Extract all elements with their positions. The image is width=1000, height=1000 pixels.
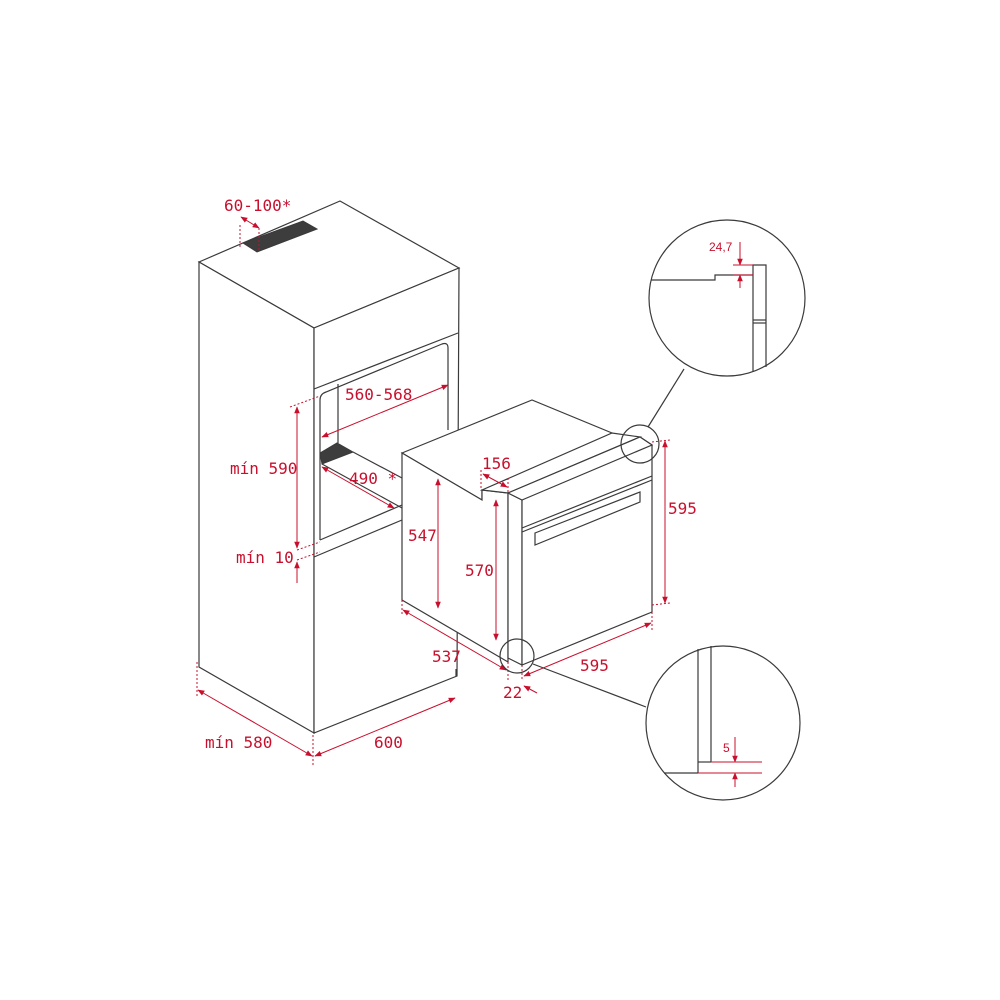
niche-opening bbox=[319, 342, 449, 540]
label-oven-depth: 537 bbox=[432, 647, 461, 666]
label-cabinet-width: 600 bbox=[374, 733, 403, 752]
dim-vent-gap bbox=[240, 216, 260, 229]
label-oven-height-total: 595 bbox=[668, 499, 697, 518]
label-niche-height: mín 590 bbox=[230, 459, 297, 478]
oven-top-edge bbox=[506, 436, 654, 501]
niche-bottom-edge bbox=[319, 504, 403, 541]
door-top-line bbox=[521, 475, 653, 529]
dim-oven-depth bbox=[402, 609, 507, 671]
label-oven-height-front: 570 bbox=[465, 561, 494, 580]
detail-marker-top bbox=[620, 424, 660, 464]
label-cabinet-depth: mín 580 bbox=[205, 733, 272, 752]
ext-line bbox=[651, 439, 671, 443]
detail-circle-bottom bbox=[645, 645, 801, 801]
dim-shelf-depth bbox=[321, 466, 395, 509]
niche-top-edge bbox=[313, 332, 459, 390]
dim-oven-width bbox=[523, 622, 652, 677]
detail-marker-bottom bbox=[499, 638, 535, 674]
label-niche-width: 560-568 bbox=[345, 385, 412, 404]
dim-door-thickness bbox=[523, 685, 538, 694]
ext-line bbox=[651, 602, 671, 606]
leader-line bbox=[647, 368, 685, 428]
label-shelf-depth: 490 * bbox=[349, 469, 397, 488]
door-top-line bbox=[521, 479, 653, 533]
label-oven-step: 156 bbox=[482, 454, 511, 473]
oven-handle[interactable] bbox=[534, 491, 641, 546]
label-oven-body-height: 547 bbox=[408, 526, 437, 545]
dim-cabinet-depth bbox=[197, 689, 313, 757]
dim-niche-width bbox=[321, 384, 449, 438]
dimensions: 60-100* 560-568 mín 590 mín 10 490 * 547… bbox=[196, 196, 697, 766]
ext-line bbox=[289, 395, 321, 408]
detail-top: 24,7 bbox=[620, 219, 806, 464]
label-top-gap: 24,7 bbox=[709, 240, 733, 254]
label-bottom-gap: mín 10 bbox=[236, 548, 294, 567]
ext-line bbox=[296, 541, 321, 551]
detail-door bbox=[752, 264, 767, 372]
label-vent-gap: 60-100* bbox=[224, 196, 291, 215]
ext-line bbox=[296, 551, 321, 561]
vent-opening bbox=[241, 220, 319, 253]
dim-oven-step bbox=[482, 473, 508, 488]
leader-line bbox=[532, 663, 647, 708]
label-bottom-detail-gap: 5 bbox=[723, 741, 730, 755]
label-door-thickness: 22 bbox=[503, 683, 522, 702]
label-oven-width: 595 bbox=[580, 656, 609, 675]
dim-cabinet-width bbox=[314, 697, 456, 757]
niche-bottom-frame bbox=[313, 519, 403, 558]
detail-bottom: 5 bbox=[499, 638, 801, 801]
